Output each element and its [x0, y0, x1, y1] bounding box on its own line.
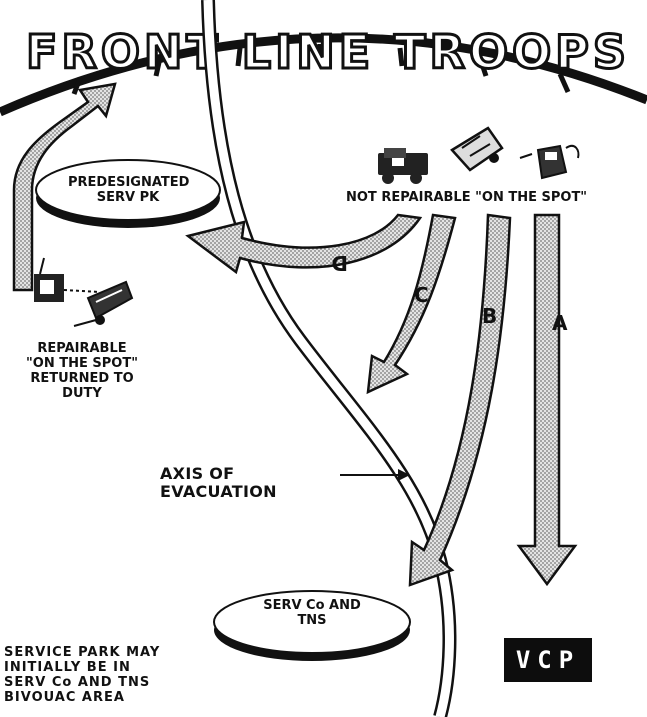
- vcp-label: VCP: [515, 646, 581, 674]
- truck-icon: [378, 148, 428, 184]
- title-text: FRONT LINE TROOPS: [26, 25, 630, 79]
- axis-of-evacuation-label: AXIS OF EVACUATION: [160, 464, 277, 502]
- wrecked-vehicle-icon: [450, 126, 504, 172]
- predesignated-park-shape: [35, 159, 221, 228]
- route-label-a: A: [552, 311, 568, 335]
- route-arrow-b: B: [408, 213, 512, 587]
- route-arrow-a: A: [516, 213, 578, 587]
- not-repairable-label: NOT REPAIRABLE "ON THE SPOT": [346, 190, 588, 205]
- front-line-arc: [0, 33, 647, 117]
- vcp-box: VCP: [504, 638, 592, 682]
- route-label-d: D: [331, 251, 348, 275]
- route-label-c: C: [414, 283, 429, 307]
- serv-co-label: SERV Co AND TNS: [263, 598, 361, 628]
- route-arrow-d: D: [185, 213, 423, 275]
- repairable-label: REPAIRABLE "ON THE SPOT" RETURNED TO DUT…: [26, 341, 138, 401]
- jeep-icon: [519, 144, 580, 180]
- predesignated-park-label: PREDESIGNATED SERV PK: [68, 175, 190, 205]
- route-arrow-c: C: [366, 213, 457, 395]
- front-line-ticks: [71, 44, 571, 95]
- serv-co-shape: [213, 590, 411, 661]
- return-to-duty-arrow: [12, 82, 117, 292]
- tank-icon: [34, 257, 101, 302]
- recovery-vehicle-icon: [73, 280, 134, 327]
- service-park-note: SERVICE PARK MAY INITIALLY BE IN SERV Co…: [4, 645, 161, 705]
- route-label-b: B: [482, 304, 497, 328]
- axis-pointer-arrow: [340, 469, 410, 481]
